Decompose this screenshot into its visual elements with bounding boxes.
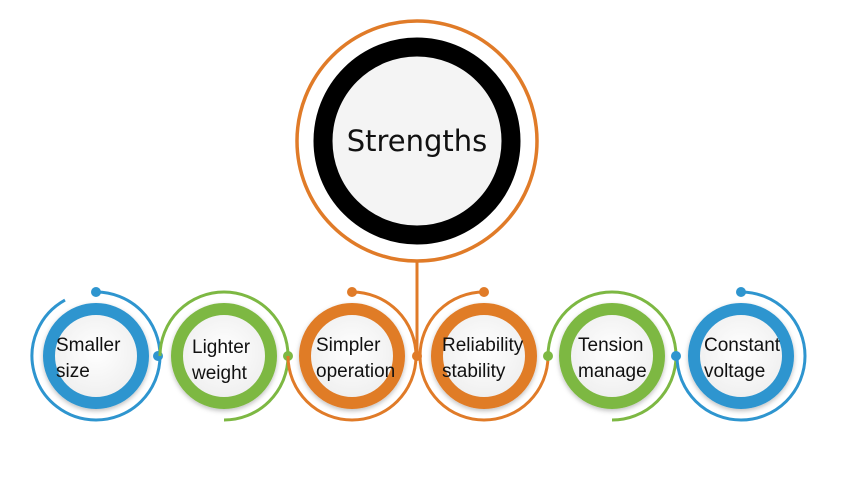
node-label-line1: Constant bbox=[704, 335, 781, 356]
node-ring bbox=[299, 303, 405, 409]
node-outer-arc bbox=[546, 290, 678, 422]
arc-end-dot bbox=[479, 287, 489, 297]
node-outer-arc bbox=[286, 290, 418, 422]
node-label-line1: Tension bbox=[578, 335, 644, 356]
node-reliability-stability: Reliability stability bbox=[418, 287, 553, 422]
node-label-line1: Smaller bbox=[56, 335, 121, 356]
node-label-line2: weight bbox=[191, 363, 248, 384]
node-outer-arc bbox=[158, 290, 290, 422]
node-outer-arc bbox=[418, 290, 550, 422]
node-simpler-operation: Simpler operation bbox=[286, 287, 422, 422]
node-ring bbox=[688, 303, 794, 409]
node-ring bbox=[559, 303, 665, 409]
node-outer-arc bbox=[675, 290, 807, 422]
node-lighter-weight: Lighter weight bbox=[158, 290, 293, 422]
node-label-line2: size bbox=[56, 361, 90, 382]
node-label-line1: Simpler bbox=[316, 335, 381, 356]
node-label-line2: manage bbox=[578, 361, 647, 382]
arc-end-dot bbox=[91, 287, 101, 297]
node-ring bbox=[431, 303, 537, 409]
center-title: Strengths bbox=[347, 124, 488, 158]
arc-end-dot bbox=[347, 287, 357, 297]
node-tension-manage: Tension manage bbox=[546, 290, 681, 422]
center-black-ring bbox=[313, 37, 521, 245]
node-label-line1: Lighter bbox=[192, 337, 251, 358]
node-ring bbox=[171, 303, 277, 409]
node-ring bbox=[43, 303, 149, 409]
node-label-line1: Reliability bbox=[442, 335, 524, 356]
node-outer-arc bbox=[30, 290, 162, 422]
node-smaller-size: Smaller size bbox=[30, 287, 163, 422]
node-constant-voltage: Constant voltage bbox=[675, 287, 807, 422]
node-label-line2: stability bbox=[442, 361, 506, 382]
center-hub: Strengths bbox=[295, 19, 539, 356]
node-label-line2: operation bbox=[316, 361, 395, 382]
arc-end-dot bbox=[736, 287, 746, 297]
node-label-line2: voltage bbox=[704, 361, 765, 382]
